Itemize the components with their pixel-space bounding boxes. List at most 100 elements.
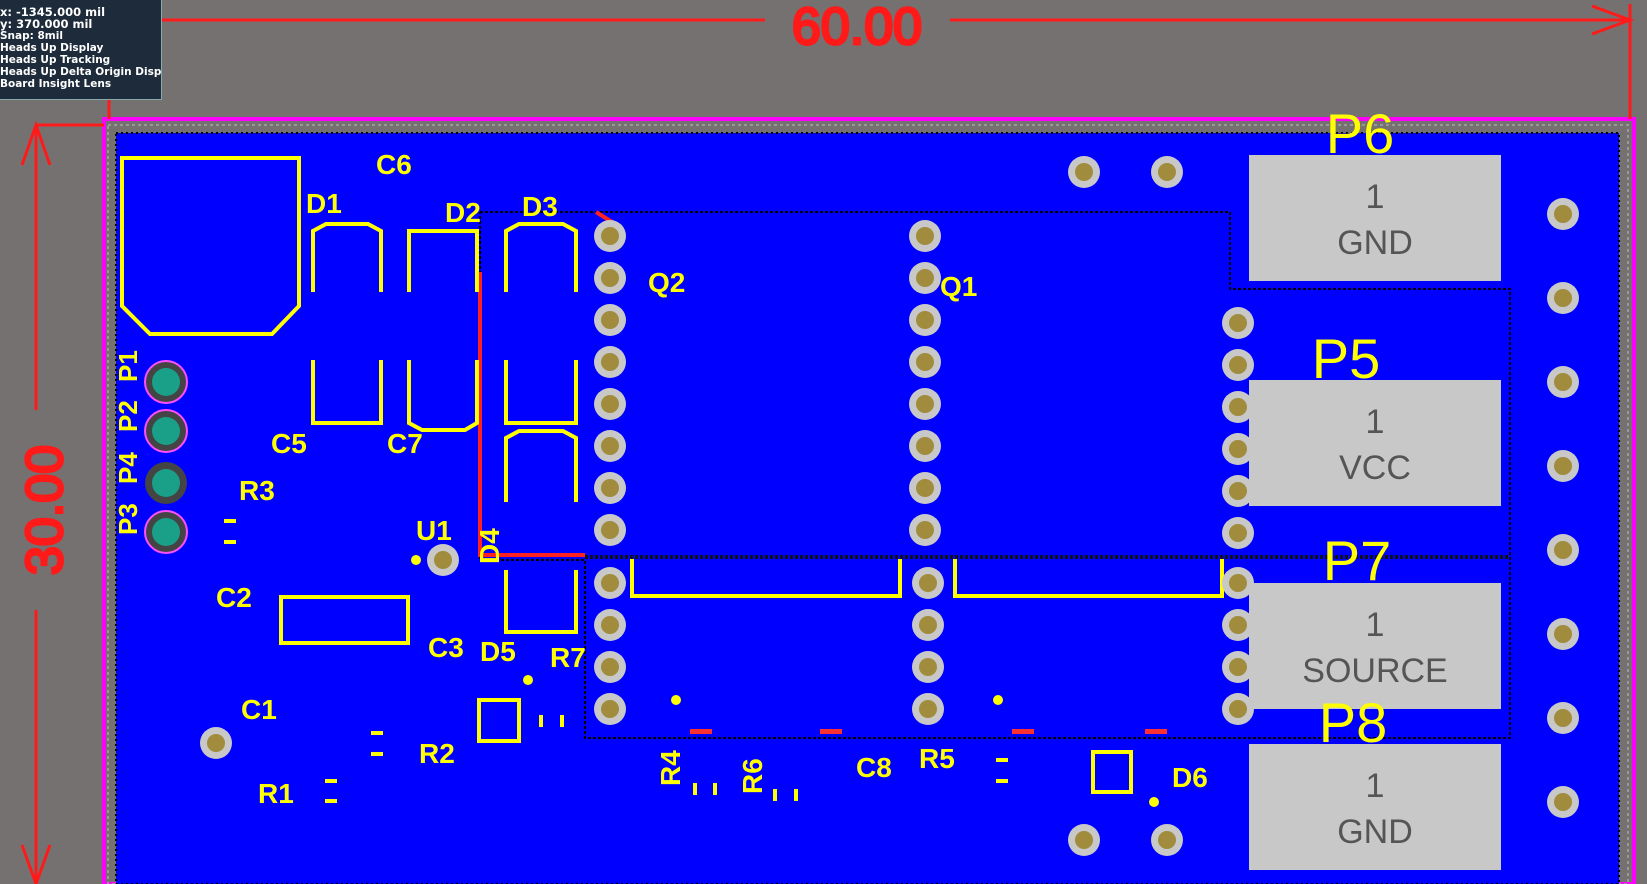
p7-pin: 1 (1366, 606, 1385, 644)
hud-insight-lens: Board Insight Lens (0, 78, 112, 90)
q2-pin-ring (601, 269, 619, 287)
q1-right-pin-ring (1229, 356, 1247, 374)
label-d2: D2 (445, 197, 481, 228)
hud-x-coordinate: x: -1345.000 mil (0, 5, 106, 19)
q1-right-pin-ring (1229, 482, 1247, 500)
lower-mid-pin-ring (919, 574, 937, 592)
label-d3: D3 (522, 191, 558, 222)
dimension-width-value: 60.00 (792, 0, 922, 56)
connector-p8[interactable]: P8 1 GND (1249, 691, 1501, 870)
small-part-marks (224, 519, 1008, 803)
label-r2: R2 (419, 738, 455, 769)
label-d4: D4 (474, 528, 505, 564)
dimension-width: 60.00 (104, 0, 1635, 119)
connector-p7[interactable]: 1 SOURCE P7 (1249, 529, 1501, 709)
p6-net: GND (1337, 224, 1413, 262)
mount-hole-ring (1158, 831, 1176, 849)
lower-left-pin-ring (601, 658, 619, 676)
mount-hole-ring (1158, 163, 1176, 181)
test-pad-p1 (144, 360, 188, 404)
edge-pin-ring (1554, 709, 1572, 727)
silkscreen-outlines (120, 156, 1224, 794)
p5-net: VCC (1339, 449, 1411, 487)
heads-up-display: x: -1345.000 mil y: 370.000 mil Snap: 8m… (0, 0, 162, 100)
label-r3: R3 (239, 475, 275, 506)
label-p2: P2 (113, 400, 143, 432)
label-c8: C8 (856, 752, 892, 783)
label-c2: C2 (216, 582, 252, 613)
q2-pin-ring (601, 521, 619, 539)
p5-pin: 1 (1366, 403, 1385, 441)
label-p3: P3 (113, 503, 143, 535)
dimension-height: 30.00 (15, 120, 104, 884)
p8-net: GND (1337, 813, 1413, 851)
q1-pin-ring (916, 227, 934, 245)
label-q2: Q2 (648, 267, 685, 298)
lower-right-pin-ring (1229, 574, 1247, 592)
pin1-dots (411, 555, 1159, 807)
q2-pin-ring (601, 353, 619, 371)
q2-pin-ring (601, 395, 619, 413)
test-pad-p2 (144, 409, 188, 453)
label-r4: R4 (655, 750, 686, 786)
label-c5: C5 (271, 428, 307, 459)
hud-y-coordinate: y: 370.000 mil (0, 17, 93, 31)
label-c7: C7 (387, 428, 423, 459)
connector-p5[interactable]: 1 VCC P5 (1249, 327, 1501, 506)
label-d6: D6 (1172, 762, 1208, 793)
q1-pin-ring (916, 437, 934, 455)
q1-pin-ring (916, 521, 934, 539)
p8-pin: 1 (1366, 767, 1385, 805)
hud-heads-up-display: Heads Up Display (0, 42, 104, 54)
lower-mid-pin-ring (919, 616, 937, 634)
lower-mid-pin-ring (919, 658, 937, 676)
lower-mid-pin-ring (919, 700, 937, 718)
red-pads (690, 729, 1167, 734)
label-p1: P1 (113, 350, 143, 382)
q2-pin-ring (601, 311, 619, 329)
connector-p6[interactable]: 1 GND P6 (1249, 102, 1501, 281)
board-outline (102, 117, 1636, 884)
lower-left-pin-ring (601, 574, 619, 592)
p8-label: P8 (1319, 691, 1388, 754)
edge-pin-ring (1554, 205, 1572, 223)
c1-pad-ring (207, 734, 225, 752)
q1-pin-ring (916, 353, 934, 371)
label-r1: R1 (258, 778, 294, 809)
dimension-height-value: 30.00 (16, 445, 74, 575)
lower-right-pin-ring (1229, 616, 1247, 634)
designators: C6 D1 D2 D3 Q2 Q1 C5 C7 R3 U1 D4 C2 C3 D… (113, 149, 1208, 809)
label-r6: R6 (737, 758, 768, 794)
hud-delta-origin: Heads Up Delta Origin Display (0, 66, 162, 78)
q1-right-pin-ring (1229, 314, 1247, 332)
p7-net: SOURCE (1302, 652, 1447, 690)
test-pads (144, 360, 188, 554)
edge-pin-ring (1554, 625, 1572, 643)
q1-right-pin-ring (1229, 398, 1247, 416)
through-hole-pads (200, 156, 1579, 856)
mount-hole-ring (1075, 831, 1093, 849)
q2-pin-ring (601, 479, 619, 497)
label-c3: C3 (428, 632, 464, 663)
mount-hole-ring (1075, 163, 1093, 181)
q1-right-pin-ring (1229, 524, 1247, 542)
connector-pads: 1 GND P6 1 VCC P5 1 SOURCE P7 P8 1 GND (1249, 102, 1501, 870)
lower-left-pin-ring (601, 616, 619, 634)
label-d1: D1 (306, 188, 342, 219)
q1-right-pin-ring (1229, 440, 1247, 458)
board-clearance (107, 124, 1629, 884)
label-p4: P4 (113, 452, 143, 484)
inner-region-outline (479, 211, 1511, 739)
q2-pin-ring (601, 227, 619, 245)
label-c6: C6 (376, 149, 412, 180)
edge-pin-ring (1554, 289, 1572, 307)
q1-pin-ring (916, 311, 934, 329)
label-r5: R5 (919, 743, 955, 774)
u1-pad-ring (434, 551, 452, 569)
label-r7: R7 (550, 642, 586, 673)
edge-pin-ring (1554, 457, 1572, 475)
lower-right-pin-ring (1229, 700, 1247, 718)
red-trace (478, 272, 585, 557)
test-pad-p4 (145, 462, 187, 504)
